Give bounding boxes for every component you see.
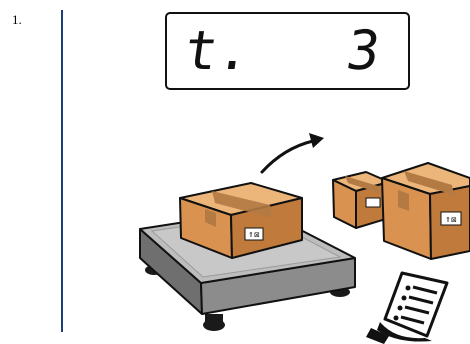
svg-text:⇑⊠: ⇑⊠ bbox=[248, 231, 260, 239]
curved-arrow-icon bbox=[262, 133, 324, 172]
printed-receipt-icon bbox=[366, 273, 447, 344]
cardboard-box-icon: ⇑⊠ bbox=[382, 163, 470, 259]
svg-text:⇑⊠: ⇑⊠ bbox=[445, 216, 457, 224]
cardboard-box-icon bbox=[333, 172, 389, 228]
